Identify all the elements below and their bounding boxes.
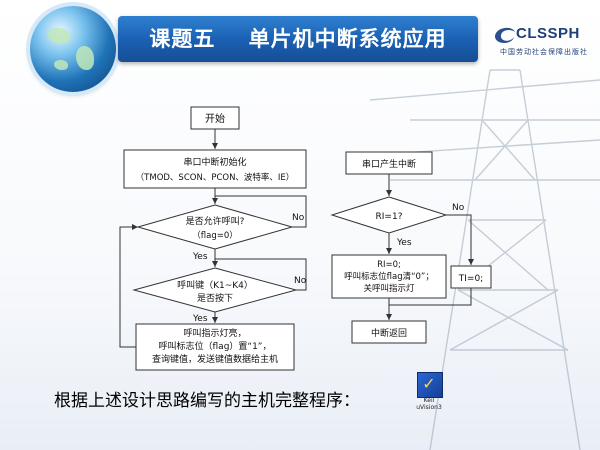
logo-subtext: 中国劳动社会保障出版社 bbox=[500, 48, 588, 56]
flow-no-label-1: No bbox=[292, 213, 305, 223]
flow-decision-call bbox=[136, 204, 294, 250]
slide-title: 课题五 单片机中断系统应用 bbox=[149, 27, 447, 51]
isr-no-label: No bbox=[452, 203, 465, 213]
keil-icon-label-1: Keil bbox=[423, 397, 435, 404]
isr-action-text-2: 呼叫标志位flag清“0”； bbox=[344, 271, 434, 282]
flow-decision-call-text-1: 是否允许呼叫? bbox=[186, 215, 245, 227]
flow-action-text-2: 呼叫标志位（flag）置“1”， bbox=[159, 340, 272, 352]
flow-yes-label-2: Yes bbox=[192, 314, 208, 324]
logo-brand-text: CLSSPH bbox=[516, 25, 580, 42]
keil-project-icon[interactable]: ✓ Keil uVision3 bbox=[412, 372, 446, 416]
publisher-logo: CLSSPH 中国劳动社会保障出版社 bbox=[488, 20, 596, 66]
keil-icon-label-2: uVision3 bbox=[416, 404, 442, 411]
flow-action-text-3: 查询键值，发送键值数据给主机 bbox=[152, 353, 278, 365]
flow-decision-key-text-1: 呼叫键（K1~K4） bbox=[177, 279, 253, 291]
keil-icon-box bbox=[417, 372, 443, 398]
isr-start-text: 串口产生中断 bbox=[362, 158, 416, 170]
flow-decision-call-text-2: （flag=0） bbox=[192, 230, 238, 241]
flow-yes-label-1: Yes bbox=[192, 252, 208, 262]
flow-init-box bbox=[123, 149, 307, 189]
keil-icon-glyph: ✓ bbox=[422, 374, 436, 393]
isr-decision-text: RI=1? bbox=[376, 212, 403, 222]
isr-yes-label: Yes bbox=[396, 238, 412, 248]
swirl-logo-icon bbox=[495, 27, 515, 43]
keil-icon-label: Keil uVision3 bbox=[412, 397, 446, 411]
title-bar: 课题五 单片机中断系统应用 bbox=[118, 16, 478, 62]
isr-end-text: 中断返回 bbox=[371, 327, 407, 339]
flow-init-text-2: （TMOD、SCON、PCON、波特率、IE） bbox=[136, 172, 295, 183]
flow-no-label-2: No bbox=[294, 276, 307, 286]
flow-decision-key-text-2: 是否按下 bbox=[197, 292, 233, 304]
flow-start-text: 开始 bbox=[205, 112, 225, 125]
power-tower-background bbox=[370, 69, 600, 450]
isr-action-text-3: 关呼叫指示灯 bbox=[363, 283, 415, 294]
flow-action-text-1: 呼叫指示灯亮， bbox=[183, 327, 246, 339]
isr-end-box bbox=[351, 320, 427, 344]
isr-flowchart bbox=[330, 151, 492, 344]
flow-init-text-1: 串口中断初始化 bbox=[183, 156, 246, 168]
isr-action-text-1: RI=0; bbox=[377, 260, 401, 270]
program-caption: 根据上述设计思路编写的主机完整程序： bbox=[54, 391, 360, 411]
globe-icon bbox=[30, 6, 116, 92]
main-flowchart bbox=[119, 106, 307, 371]
isr-ti-text: TI=0; bbox=[458, 274, 483, 284]
isr-action-box bbox=[331, 254, 447, 299]
